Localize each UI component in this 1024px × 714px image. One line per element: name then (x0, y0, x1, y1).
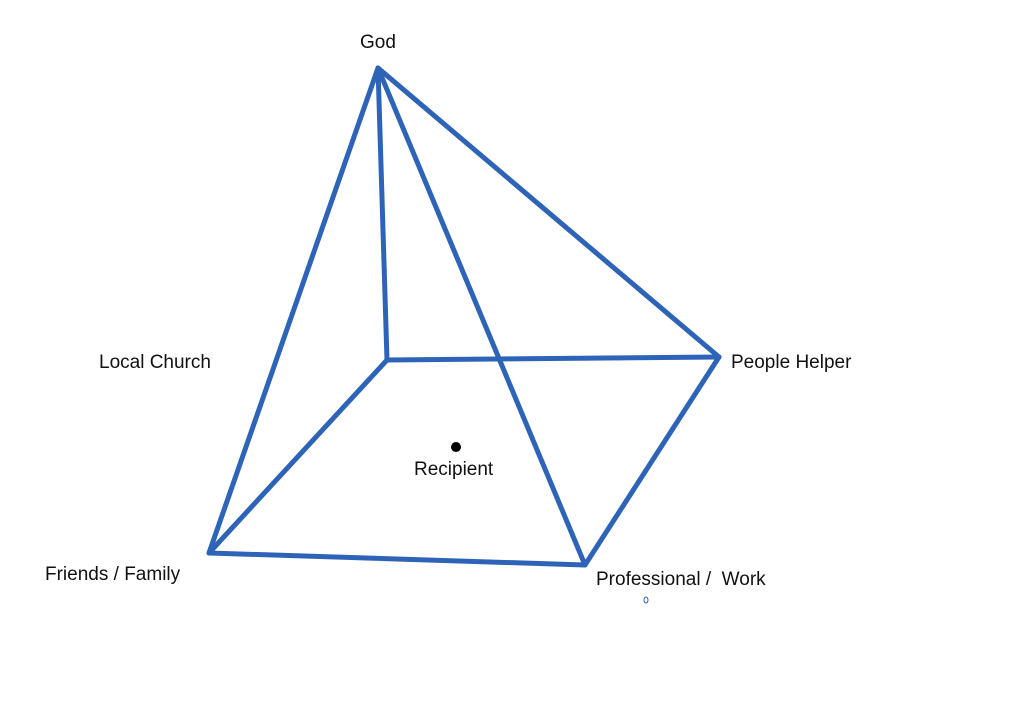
label-local-church: Local Church (99, 352, 211, 373)
edge-apex-to-local-church (375, 65, 390, 363)
edge-apex-to-friends-family (206, 65, 381, 556)
recipient-dot (451, 442, 461, 452)
edge-local-church-to-friends-family (206, 357, 390, 556)
label-people-helper: People Helper (731, 352, 852, 373)
label-recipient: Recipient (414, 459, 494, 480)
edge-apex-to-people-helper (375, 65, 722, 360)
stray-mark (643, 596, 649, 604)
label-professional-work: Professional / Work (596, 569, 766, 590)
label-god: God (360, 32, 396, 53)
edge-friends-family-to-professional-work (206, 550, 588, 568)
edge-professional-work-to-people-helper (582, 354, 722, 568)
label-friends-family: Friends / Family (45, 564, 181, 585)
edge-local-church-to-people-helper (384, 354, 722, 363)
edge-apex-to-professional-work (375, 65, 588, 568)
